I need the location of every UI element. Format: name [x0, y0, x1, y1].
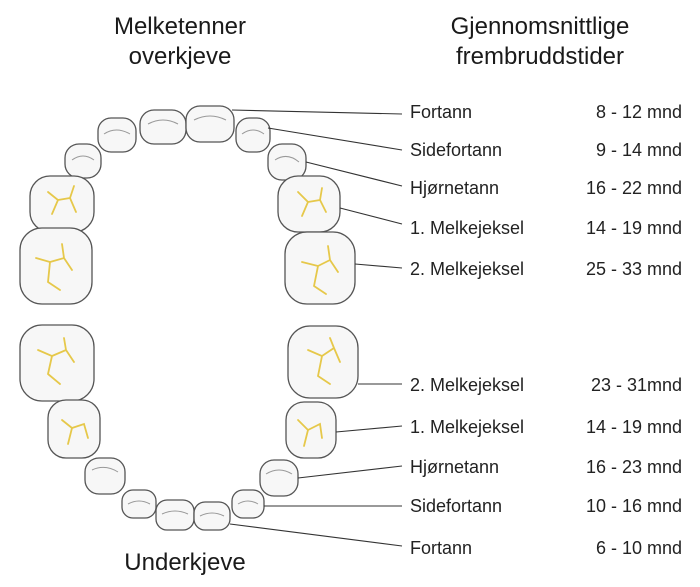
lower-first-molar-left	[47, 399, 101, 459]
lower-tooth-name-4: Sidefortann	[410, 496, 503, 516]
upper-tooth-time-3: 16 - 22 mnd	[585, 178, 682, 198]
times-header: Gjennomsnittlige frembruddstider	[450, 13, 630, 70]
upper-tooth-name-4: 1. Melkejeksel	[410, 218, 525, 238]
lower-lateral-incisor-right	[231, 489, 265, 519]
leader-upper-fortann	[231, 109, 403, 115]
upper-jaw-title: Melketenner overkjeve	[113, 13, 247, 70]
leader-upper-hjornetann	[305, 161, 403, 187]
upper-tooth-time-4: 14 - 19 mnd	[585, 218, 682, 238]
upper-tooth-time-2: 9 - 14 mnd	[595, 140, 682, 160]
lower-second-molar-left	[19, 324, 95, 402]
upper-canine-right	[267, 143, 307, 181]
lower-tooth-time-1: 23 - 31mnd	[590, 375, 682, 395]
leader-lower-molar1	[335, 425, 403, 433]
leader-lower-fortann	[229, 523, 403, 547]
lower-second-molar-right	[287, 325, 359, 399]
lower-tooth-name-5: Fortann	[410, 538, 473, 558]
upper-tooth-name-1: Fortann	[410, 102, 473, 122]
upper-tooth-name-5: 2. Melkejeksel	[410, 259, 525, 279]
lower-tooth-time-3: 16 - 23 mnd	[585, 457, 682, 477]
lower-first-molar-right	[285, 401, 337, 459]
lower-tooth-name-3: Hjørnetann	[410, 457, 500, 477]
upper-second-molar-left	[19, 227, 93, 305]
lower-canine-left	[84, 457, 126, 495]
upper-canine-left	[64, 143, 102, 179]
upper-tooth-time-1: 8 - 12 mnd	[595, 102, 682, 122]
lower-tooth-name-1: 2. Melkejeksel	[410, 375, 525, 395]
lower-jaw-title: Underkjeve	[124, 549, 246, 576]
upper-second-molar-right	[284, 231, 356, 305]
upper-tooth-time-5: 25 - 33 mnd	[585, 259, 682, 279]
lower-canine-right	[259, 459, 299, 497]
leader-upper-molar2	[354, 263, 403, 269]
upper-first-molar-left	[29, 175, 95, 233]
lower-central-incisor-left	[155, 499, 195, 531]
upper-tooth-name-2: Sidefortann	[410, 140, 503, 160]
lower-tooth-time-2: 14 - 19 mnd	[585, 417, 682, 437]
lower-tooth-name-2: 1. Melkejeksel	[410, 417, 525, 437]
leader-lower-hjornetann	[297, 465, 403, 479]
lower-central-incisor-right	[193, 501, 231, 531]
upper-lateral-incisor-left	[97, 117, 137, 153]
upper-first-molar-right	[277, 175, 341, 233]
lower-lateral-incisor-left	[121, 489, 157, 519]
leader-upper-molar1	[339, 207, 403, 225]
upper-central-incisor-left	[139, 109, 187, 145]
lower-tooth-time-4: 10 - 16 mnd	[585, 496, 682, 516]
upper-tooth-name-3: Hjørnetann	[410, 178, 500, 198]
upper-central-incisor-right	[185, 105, 235, 143]
upper-lateral-incisor-right	[235, 117, 271, 153]
leader-upper-sidefortann	[267, 127, 403, 151]
lower-tooth-time-5: 6 - 10 mnd	[595, 538, 682, 558]
